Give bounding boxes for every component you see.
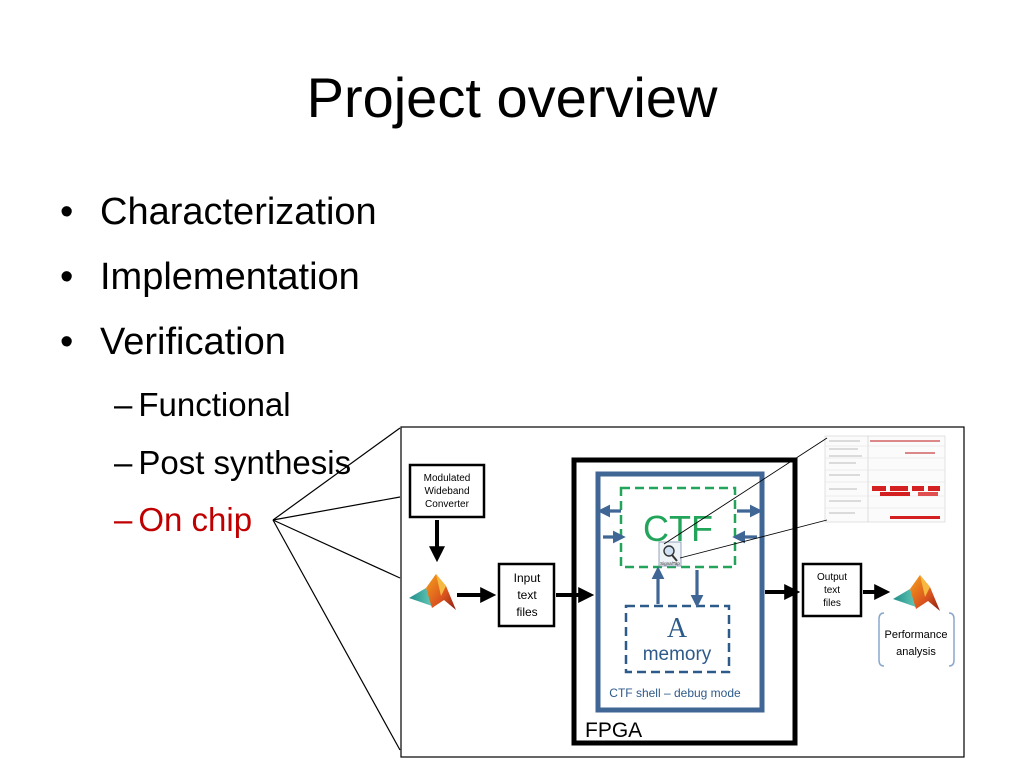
memory-label: memory: [643, 644, 712, 665]
mwc-line-2: Wideband: [424, 486, 469, 497]
performance-line-2: analysis: [896, 646, 936, 658]
sub-bullet-on-chip: –On chip: [114, 499, 252, 541]
output-text-files-box: [801, 562, 863, 618]
bullet-label: Characterization: [100, 191, 377, 233]
sub-bullet-functional: –Functional: [114, 384, 291, 426]
mwc-line-1: Modulated: [424, 473, 471, 484]
sub-bullet-label: Functional: [138, 386, 291, 423]
page-title: Project overview: [306, 66, 718, 129]
zoom-callout-lines: [272, 427, 401, 751]
ctf-block: [619, 486, 737, 569]
sub-bullet-dash: –: [114, 501, 133, 538]
flow-arrows: [429, 520, 891, 603]
input-text-files-box: [497, 562, 556, 628]
shell-internal-arrows: [597, 504, 763, 608]
sub-bullet-post-synthesis: –Post synthesis: [114, 442, 351, 484]
fpga-box: [571, 457, 798, 746]
input-line-1: Input: [514, 571, 541, 585]
bullet-implementation: • Implementation: [60, 253, 360, 301]
memory-glyph: A: [667, 613, 688, 644]
ctf-shell-label: CTF shell – debug mode: [609, 686, 741, 700]
sub-bullet-label: Post synthesis: [138, 444, 352, 481]
waveform-screenshot: [824, 435, 946, 523]
bullet-dot: •: [60, 321, 74, 363]
output-line-3: files: [823, 598, 841, 609]
fpga-label: FPGA: [585, 719, 642, 742]
matlab-logo-icon: [893, 575, 940, 611]
signaltap-icon: SignalTap: [658, 541, 682, 567]
bullet-characterization: • Characterization: [60, 188, 377, 236]
performance-line-1: Performance: [885, 629, 948, 641]
output-line-2: text: [824, 585, 840, 596]
modulated-wideband-converter-box: [408, 463, 486, 519]
sub-bullet-label: On chip: [138, 501, 253, 538]
performance-analysis-bracket: [878, 612, 955, 667]
matlab-logo-icon: [409, 574, 456, 610]
bullet-label: Verification: [100, 321, 286, 363]
bullet-verification: • Verification: [60, 318, 286, 366]
signaltap-caption: SignalTap: [660, 561, 680, 566]
bullet-dot: •: [60, 191, 74, 233]
sub-bullet-dash: –: [114, 386, 133, 423]
mwc-line-3: Converter: [425, 499, 470, 510]
input-line-3: files: [516, 605, 537, 619]
ctf-shell-box: [595, 471, 765, 713]
bullet-dot: •: [60, 256, 74, 298]
output-line-1: Output: [817, 572, 847, 583]
signaltap-zoom-lines: [663, 437, 828, 559]
input-line-2: text: [517, 588, 537, 602]
bullet-label: Implementation: [100, 256, 360, 298]
sub-bullet-dash: –: [114, 444, 133, 481]
